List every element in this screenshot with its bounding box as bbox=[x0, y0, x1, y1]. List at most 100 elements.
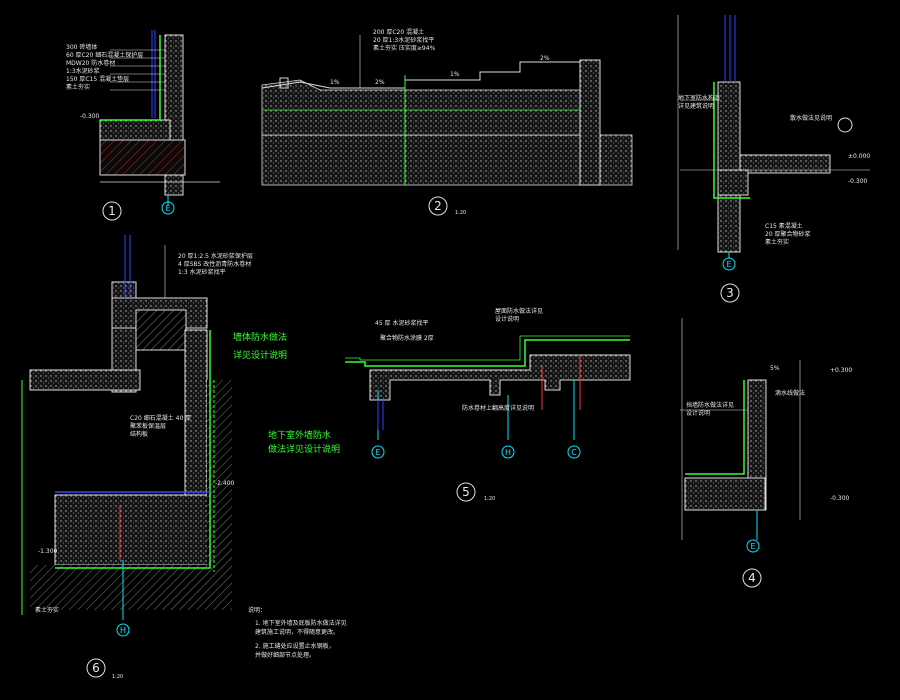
detail-6-waterproof bbox=[55, 330, 211, 569]
detail-4-note-1: 挡墙防水做法详见 bbox=[686, 401, 734, 409]
detail-6-note-2: 4 厚SBS 改性沥青防水卷材 bbox=[178, 260, 251, 268]
detail-1-note-1: 300 砖墙体 bbox=[66, 43, 97, 51]
detail-1-elev: -0.300 bbox=[80, 113, 100, 120]
detail-6-number-circle bbox=[86, 658, 106, 678]
detail-4-slope: 5% bbox=[770, 365, 780, 372]
detail-4-number: 4 bbox=[748, 571, 756, 585]
detail-4-slab bbox=[684, 477, 766, 511]
detail-4: 挡墙防水做法详见 设计说明 滴水线做法 5% +0.300 -0.300 E 4 bbox=[680, 318, 852, 588]
detail-5-waterproof bbox=[345, 339, 630, 367]
detail-6-explanation-1: 说明： bbox=[248, 606, 266, 614]
detail-6-explanation: 说明： 1. 地下室外墙及底板防水做法详见 建筑施工说明，不得随意更改。 2. … bbox=[248, 606, 347, 659]
detail-2-note-3: 素土夯实 压实度≥94% bbox=[373, 44, 436, 52]
detail-2-slope-3: 1% bbox=[450, 71, 460, 78]
detail-1-note-3: MDW20 防水卷材 bbox=[66, 59, 115, 67]
detail-5-axis-h: H bbox=[505, 448, 511, 457]
detail-4-note-2: 设计说明 bbox=[686, 409, 710, 417]
detail-1-axis-label: E bbox=[165, 204, 170, 213]
detail-6-elev-2: -2.400 bbox=[215, 480, 235, 487]
detail-5-note-5: 防水卷材上翻高度详见说明 bbox=[462, 404, 534, 412]
detail-1-number-circle bbox=[102, 201, 122, 221]
detail-5-note-2: 聚合物防水涂膜 2厚 bbox=[380, 334, 434, 342]
detail-6-note-9: 地下室外墙防水 bbox=[268, 429, 331, 441]
detail-5: 45 厚 水泥砂浆找平 聚合物防水涂膜 2厚 屋面防水做法详见 设计说明 防水卷… bbox=[345, 307, 631, 502]
detail-2-note-1: 200 厚C20 混凝土 bbox=[373, 28, 424, 36]
detail-6-scale: 1:20 bbox=[112, 674, 123, 680]
detail-3-note-2: 详见建筑说明 bbox=[678, 102, 714, 110]
detail-1-axis-bubble bbox=[161, 201, 175, 215]
detail-4-waterproof bbox=[685, 380, 745, 475]
detail-1-slab bbox=[99, 119, 171, 141]
detail-6-earth bbox=[207, 380, 232, 610]
detail-3-note-3: 散水做法见说明 bbox=[790, 114, 832, 122]
detail-4-axis-bubble bbox=[746, 539, 760, 553]
detail-1-leaders bbox=[110, 45, 166, 95]
detail-3-beam bbox=[717, 169, 749, 196]
detail-5-axis-bubble-e bbox=[371, 445, 385, 459]
detail-3-wall bbox=[717, 81, 741, 253]
detail-6-number: 6 bbox=[92, 661, 100, 675]
detail-1-note-5: 150 厚C15 混凝土垫层 bbox=[66, 75, 129, 83]
detail-6-note-6: 结构板 bbox=[130, 430, 148, 438]
detail-3-axis-bubble bbox=[722, 257, 736, 271]
detail-6-note-8: 详见设计说明 bbox=[233, 349, 287, 361]
detail-5-note-4: 设计说明 bbox=[495, 315, 519, 323]
detail-6-note-4: C20 细石混凝土 40 厚 bbox=[130, 414, 191, 422]
detail-6-notes: 20 厚1:2.5 水泥砂浆保护层 4 厚SBS 改性沥青防水卷材 1:3 水泥… bbox=[35, 252, 340, 614]
detail-3-elev-1: ±0.000 bbox=[848, 153, 870, 160]
detail-6-note-7: 墙体防水做法 bbox=[233, 331, 287, 343]
detail-3-elev-2: -0.300 bbox=[848, 178, 868, 185]
detail-4-elev-1: +0.300 bbox=[830, 367, 852, 374]
detail-4-note-3: 滴水线做法 bbox=[775, 389, 805, 397]
detail-5-axis-bubble-c bbox=[567, 445, 581, 459]
detail-2-curb bbox=[579, 59, 601, 186]
detail-3-note-1: 地下室防水构造 bbox=[678, 94, 720, 102]
detail-4-axis-label: E bbox=[750, 542, 755, 551]
detail-6: 20 厚1:2.5 水泥砂浆保护层 4 厚SBS 改性沥青防水卷材 1:3 水泥… bbox=[21, 235, 347, 680]
detail-2-number-circle bbox=[428, 196, 448, 216]
detail-3-slab bbox=[739, 154, 831, 174]
detail-1-note-4: 1:3水泥砂浆 bbox=[66, 67, 100, 75]
detail-6-stair bbox=[135, 309, 187, 351]
detail-3-note-6: 素土夯实 bbox=[765, 238, 789, 246]
detail-5-number-circle bbox=[456, 482, 476, 502]
detail-6-note-10: 做法详见设计说明 bbox=[268, 443, 340, 455]
detail-6-elev-1: -1.300 bbox=[38, 548, 58, 555]
detail-2-slope-2: 2% bbox=[375, 79, 385, 86]
detail-6-axis-bubble bbox=[116, 623, 130, 637]
detail-6-mid-slab bbox=[29, 369, 141, 391]
detail-6-note-3: 1:3 水泥砂浆找平 bbox=[178, 268, 226, 276]
detail-6-note-11: 素土夯实 bbox=[35, 606, 59, 614]
detail-4-number-circle bbox=[742, 568, 762, 588]
detail-1-note-2: 60 厚C20 细石混凝土保护层 bbox=[66, 51, 143, 59]
detail-2-slope-4: 2% bbox=[540, 55, 550, 62]
detail-4-elev-2: -0.300 bbox=[830, 495, 850, 502]
detail-3-note-4: C15 素混凝土 bbox=[765, 222, 803, 230]
detail-1-number: 1 bbox=[108, 204, 116, 218]
detail-6-floor-slab bbox=[54, 494, 211, 566]
detail-3-number-circle bbox=[720, 283, 740, 303]
detail-5-axis-e: E bbox=[375, 448, 380, 457]
detail-2-number: 2 bbox=[434, 199, 442, 213]
detail-3-axis-label: E bbox=[726, 260, 731, 269]
detail-3: 地下室防水构造 详见建筑说明 散水做法见说明 C15 素混凝土 20 厚聚合物砂… bbox=[677, 15, 870, 303]
detail-2-scale: 1:20 bbox=[455, 210, 466, 216]
detail-1-footing bbox=[99, 139, 186, 176]
detail-6-explanation-2: 1. 地下室外墙及底板防水做法详见 bbox=[255, 619, 347, 627]
detail-5-note-3: 屋面防水做法详见 bbox=[495, 307, 543, 315]
detail-3-note-5: 20 厚聚合物砂浆 bbox=[765, 230, 811, 238]
detail-2-ground bbox=[261, 134, 633, 186]
detail-2-slope-1: 1% bbox=[330, 79, 340, 86]
detail-1-note-6: 素土夯实 bbox=[66, 83, 90, 91]
detail-2-note-2: 20 厚1:3水泥砂浆找平 bbox=[373, 36, 434, 44]
detail-6-explanation-3: 建筑施工说明，不得随意更改。 bbox=[255, 628, 339, 636]
detail-1-waterproof bbox=[100, 35, 161, 121]
detail-6-axis-label: H bbox=[120, 626, 126, 635]
detail-5-roof-slab bbox=[369, 354, 631, 401]
detail-6-note-5: 聚苯板保温层 bbox=[130, 422, 166, 430]
detail-2: 200 厚C20 混凝土 20 厚1:3水泥砂浆找平 素土夯实 压实度≥94% … bbox=[261, 28, 633, 216]
detail-2-pavement bbox=[261, 79, 601, 136]
detail-6-note-1: 20 厚1:2.5 水泥砂浆保护层 bbox=[178, 252, 253, 260]
detail-5-axis-c: C bbox=[571, 448, 577, 457]
